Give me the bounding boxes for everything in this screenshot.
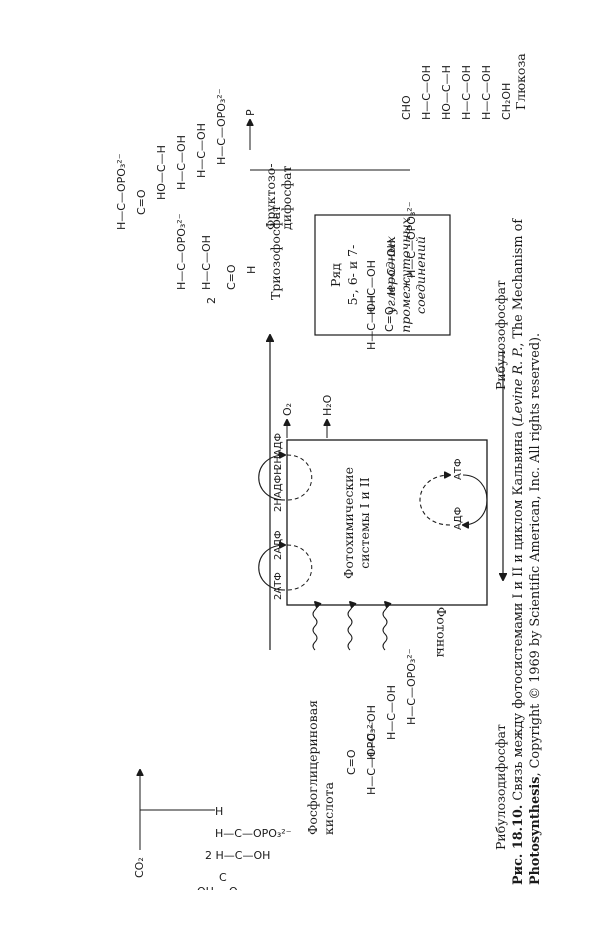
svg-text:C=O: C=O	[135, 189, 148, 215]
svg-text:H—C—OPO₃²⁻: H—C—OPO₃²⁻	[405, 648, 418, 725]
rotated-diagram: Фотохимические системы I и II 2АТФ 2АДФ …	[65, 40, 535, 890]
fdp-name-2: дифосфат	[279, 165, 294, 230]
nadph2-label: 2НАДФН	[273, 467, 284, 512]
caption-line-1: Рис. 18.10. Связь между фотосистемами I …	[510, 25, 527, 885]
series-line-1: Ряд	[328, 263, 343, 287]
svg-text:HO—C—H: HO—C—H	[155, 145, 168, 200]
series-box	[314, 214, 451, 336]
pga-structure: H H—C—OPO₃²⁻ 2 H—C—OH C O OH	[197, 805, 292, 890]
ru5p-structure: H—C—OH C=O H—C—OH H—C—OH H—C—OPO₃²⁻	[365, 201, 418, 350]
atp-label: АТФ	[453, 458, 464, 480]
svg-text:H—C—OPO₃²⁻: H—C—OPO₃²⁻	[215, 88, 228, 165]
series-line-4: промежуточных	[398, 217, 413, 332]
adp-curve-dashed	[286, 544, 313, 591]
calvin-cycle-diagram: Фотохимические системы I и II 2АТФ 2АДФ …	[115, 53, 528, 890]
svg-text:C: C	[219, 871, 227, 884]
caption-text-1: Связь между фотосистемами I и II и цикло…	[511, 421, 526, 801]
triose-name: Триозофосфат	[268, 205, 283, 300]
fdp-name-1: Фруктозо-	[263, 163, 278, 230]
photons-label: Фотоны	[434, 607, 449, 658]
series-line-5: соединений	[413, 236, 428, 314]
svg-text:OH: OH	[197, 885, 214, 890]
photon-wave-2	[347, 602, 352, 651]
svg-text:H—C—OH: H—C—OH	[200, 235, 213, 290]
caption-line2b: , Copyright © 1969 by Scientific America…	[528, 332, 543, 777]
svg-text:H—C—OH: H—C—OH	[365, 705, 378, 760]
glucose-name: Глюкоза	[513, 53, 528, 110]
caption-line-2: Photosynthesis, Copyright © 1969 by Scie…	[527, 25, 544, 885]
ru5p-name: Рибулозофосфат	[493, 280, 508, 390]
svg-text:H: H	[245, 266, 258, 274]
svg-text:C=O: C=O	[383, 306, 396, 332]
svg-text:O: O	[229, 885, 238, 890]
atp-adp-curve	[463, 474, 488, 525]
svg-text:H—C—OH: H—C—OH	[385, 685, 398, 740]
svg-text:2: 2	[205, 297, 218, 304]
svg-text:H: H	[215, 805, 223, 818]
adp-label: АДФ	[453, 506, 464, 530]
svg-text:H—C—OH: H—C—OH	[195, 123, 208, 178]
h2o-label: H₂O	[321, 394, 334, 416]
co2-label: CO₂	[133, 857, 146, 878]
o2-label: O₂	[281, 403, 294, 416]
caption: Рис. 18.10. Связь между фотосистемами I …	[510, 25, 544, 885]
caption-line2a: Photosynthesis	[528, 776, 543, 885]
svg-text:H—C—OH: H—C—OH	[385, 240, 398, 295]
svg-text:H—C—OH: H—C—OH	[420, 65, 433, 120]
svg-text:CHO: CHO	[400, 95, 413, 120]
glucose-structure: CHO H—C—OH HO—C—H H—C—OH H—C—OH CH₂OH	[400, 65, 513, 120]
svg-text:2 H—C—OH: 2 H—C—OH	[205, 849, 270, 862]
nadp-curve-dashed	[286, 454, 313, 501]
nadp2-label: 2НАДФ	[273, 432, 284, 470]
atp-curve	[258, 545, 285, 591]
svg-text:H—C—OPO₃²⁻: H—C—OPO₃²⁻	[175, 213, 188, 290]
photon-wave-1	[312, 602, 317, 651]
rubp-structure: H—C—OPO₃²⁻ C=O H—C—OH H—C—OH H—C—OPO₃²⁻	[345, 648, 418, 795]
photon-wave-3	[382, 602, 387, 651]
svg-text:HO—C—H: HO—C—H	[440, 65, 453, 120]
nadph-curve	[258, 455, 285, 501]
fdp-structure: H—C—OPO₃²⁻ C=O HO—C—H H—C—OH H—C—OH H—C—…	[115, 88, 228, 230]
rubp-name: Рибулозодифосфат	[493, 724, 508, 850]
svg-text:H—C—OPO₃²⁻: H—C—OPO₃²⁻	[365, 718, 378, 795]
caption-text-2: , The Mechanism of	[511, 218, 526, 347]
svg-text:H—C—OPO₃²⁻: H—C—OPO₃²⁻	[215, 827, 292, 840]
caption-prefix: Рис. 18.10.	[511, 804, 526, 885]
caption-author: Levine R. P.	[511, 346, 526, 422]
pga-name-1: Фосфоглицериновая	[305, 700, 320, 835]
p-label: P	[244, 109, 257, 116]
svg-text:H—C—OH: H—C—OH	[480, 65, 493, 120]
photosystem-label-1: Фотохимические	[341, 467, 356, 579]
svg-text:C=O: C=O	[345, 749, 358, 775]
adp-atp-curve	[419, 475, 450, 526]
series-line-2: 5-, 6- и 7-	[345, 245, 360, 306]
pga-name-2: кислота	[321, 781, 336, 835]
svg-text:H—C—OH: H—C—OH	[365, 295, 378, 350]
atp2-label: 2АТФ	[273, 572, 284, 600]
svg-text:C=O: C=O	[225, 264, 238, 290]
svg-text:H—C—OPO₃²⁻: H—C—OPO₃²⁻	[405, 201, 418, 278]
svg-text:H—C—OH: H—C—OH	[460, 65, 473, 120]
triose-structure: 2 H—C—OPO₃²⁻ H—C—OH C=O H	[175, 213, 258, 304]
svg-text:H—C—OH: H—C—OH	[365, 260, 378, 315]
svg-text:CH₂OH: CH₂OH	[500, 83, 513, 120]
photosystem-label-2: системы I и II	[357, 477, 372, 568]
series-line-3: углеродных	[383, 236, 398, 315]
svg-text:H—C—OH: H—C—OH	[175, 135, 188, 190]
svg-text:H—C—OPO₃²⁻: H—C—OPO₃²⁻	[115, 153, 128, 230]
